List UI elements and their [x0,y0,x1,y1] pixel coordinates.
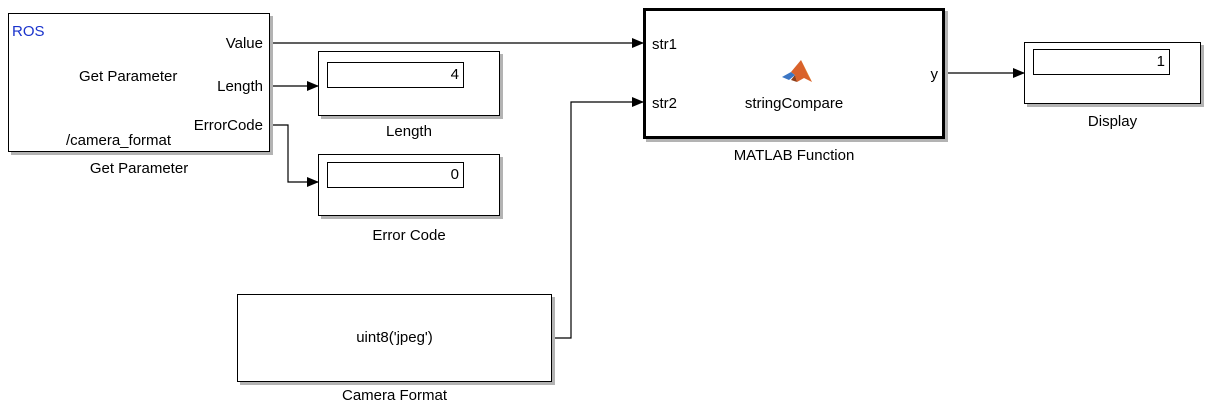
port-length-label: Length [217,78,263,95]
display-block[interactable]: 1 [1024,42,1201,104]
port-str2-label: str2 [652,95,678,112]
error-code-display-caption: Error Code [372,227,446,244]
camera-format-block[interactable]: uint8('jpeg') [237,294,552,382]
parameter-name: /camera_format [66,132,172,149]
block-title: Get Parameter [79,68,178,85]
display-caption: Display [1087,113,1138,130]
constant-expression: uint8('jpeg') [356,329,433,346]
wire-cameraformat-to-str2[interactable] [552,97,644,339]
error-code-display-value: 0 [327,162,464,188]
port-str1-label: str1 [652,36,678,53]
function-name: stringCompare [744,95,844,112]
port-errorcode-label: ErrorCode [193,117,263,134]
get-parameter-block[interactable]: ROS Get Parameter /camera_format Value L… [8,13,270,152]
matlab-logo-icon [782,60,812,82]
ros-library-tag: ROS [12,23,45,40]
get-parameter-caption: Get Parameter [89,160,189,177]
port-value-label: Value [225,35,263,52]
error-code-display-block[interactable]: 0 [318,154,500,216]
wire-errorcode-to-display[interactable] [270,124,319,187]
matlab-function-block[interactable]: str1 str2 y stringCompare [643,8,945,139]
port-y-label: y [930,66,939,83]
length-display-block[interactable]: 4 [318,51,500,116]
length-display-value: 4 [327,62,464,88]
matlab-function-caption: MATLAB Function [733,147,855,164]
camera-format-caption: Camera Format [341,387,448,404]
display-value: 1 [1033,49,1170,75]
length-display-caption: Length [386,123,432,140]
